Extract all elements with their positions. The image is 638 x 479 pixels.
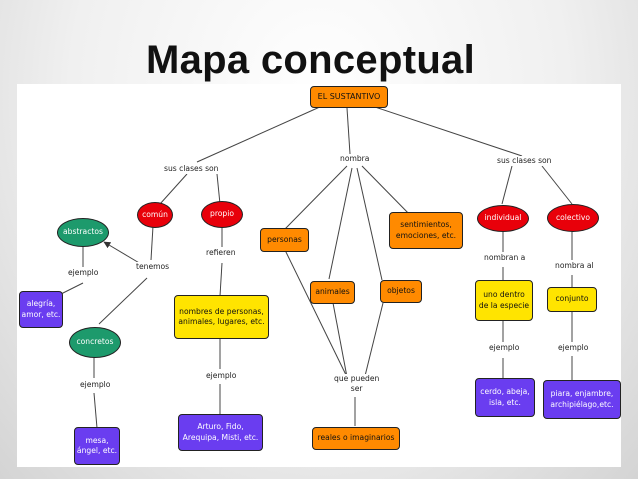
node-uno-dentro-line-2: de la especie <box>478 300 530 310</box>
node-individual: individual <box>477 205 529 232</box>
node-sentimientos: sentimientos, emociones, etc. <box>389 212 463 249</box>
node-arturo-line-1: Arturo, Fido, <box>197 422 244 432</box>
node-propio: propio <box>201 201 243 228</box>
link-label-ejemplo-colectivo: ejemplo <box>557 343 590 353</box>
link-label-ser-line-2: ser <box>350 383 363 393</box>
node-uno-dentro: uno dentro de la especie <box>475 280 533 321</box>
node-concretos: concretos <box>69 327 121 358</box>
node-nombres-personas-line-2: animales, lugares, etc. <box>178 317 265 326</box>
link-label-nombra-al: nombra al <box>554 261 595 271</box>
link-label-nombra: nombra <box>339 154 371 164</box>
node-mesa: mesa, ángel, etc. <box>74 427 120 465</box>
link-label-refieren: refieren <box>205 248 237 258</box>
node-personas-label: personas <box>267 234 302 244</box>
node-alegria-line-2: amor, etc. <box>21 309 61 319</box>
node-animales: animales <box>310 281 355 304</box>
node-arturo-line-2: Arequipa, Misti, etc. <box>182 432 259 442</box>
node-objetos-label: objetos <box>387 286 415 296</box>
node-sentimientos-line-1: sentimientos, <box>400 220 452 230</box>
node-sentimientos-line-2: emociones, etc. <box>395 230 457 240</box>
node-nombres-personas-line-1: nombres de personas, <box>179 306 264 316</box>
link-label-que-pueden-line-1: que pueden <box>334 374 380 383</box>
node-cerdo-line-1: cerdo, abeja, <box>480 387 530 397</box>
node-colectivo: colectivo <box>547 204 599 232</box>
node-cerdo: cerdo, abeja, isla, etc. <box>475 378 535 417</box>
node-root: EL SUSTANTIVO <box>310 86 388 108</box>
link-label-sus-clases-son-right: sus clases son <box>496 156 553 166</box>
node-piara: piara, enjambre, archipiélago,etc. <box>543 380 621 419</box>
node-piara-line-1: piara, enjambre, <box>550 389 614 399</box>
node-alegria-line-1: alegría, <box>26 299 56 309</box>
node-uno-dentro-line-1: uno dentro <box>483 290 525 300</box>
link-label-tenemos: tenemos <box>135 262 171 272</box>
slide-title: Mapa conceptual <box>146 38 476 82</box>
node-alegria: alegría, amor, etc. <box>19 291 63 328</box>
link-label-ejemplo-individual: ejemplo <box>488 343 521 353</box>
link-label-sus-clases-son-left: sus clases son <box>163 164 220 174</box>
node-cerdo-line-2: isla, etc. <box>489 397 521 407</box>
concept-map: EL SUSTANTIVO sus clases son nombra sus … <box>17 84 621 467</box>
link-label-ejemplo-propio: ejemplo <box>205 371 238 381</box>
link-label-ejemplo-concretos: ejemplo <box>79 380 112 390</box>
node-nombres-personas: nombres de personas, animales, lugares, … <box>174 295 269 339</box>
node-personas: personas <box>260 228 309 252</box>
node-abstractos: abstractos <box>57 218 109 247</box>
node-piara-line-2: archipiélago,etc. <box>550 399 614 409</box>
link-label-que-pueden-ser: que pueden ser <box>333 374 381 394</box>
node-conjunto: conjunto <box>547 287 597 312</box>
node-arturo: Arturo, Fido, Arequipa, Misti, etc. <box>178 414 263 451</box>
connector-lines <box>60 105 573 429</box>
node-reales-imaginarios: reales o imaginarios <box>312 427 400 450</box>
node-comun: común <box>137 202 173 228</box>
node-mesa-line-2: ángel, etc. <box>76 446 118 455</box>
link-label-nombran-a: nombran a <box>483 253 527 263</box>
link-label-ejemplo-abstractos: ejemplo <box>67 268 100 278</box>
node-animales-label: animales <box>315 287 350 297</box>
node-mesa-line-1: mesa, <box>85 435 109 445</box>
node-objetos: objetos <box>380 280 422 303</box>
